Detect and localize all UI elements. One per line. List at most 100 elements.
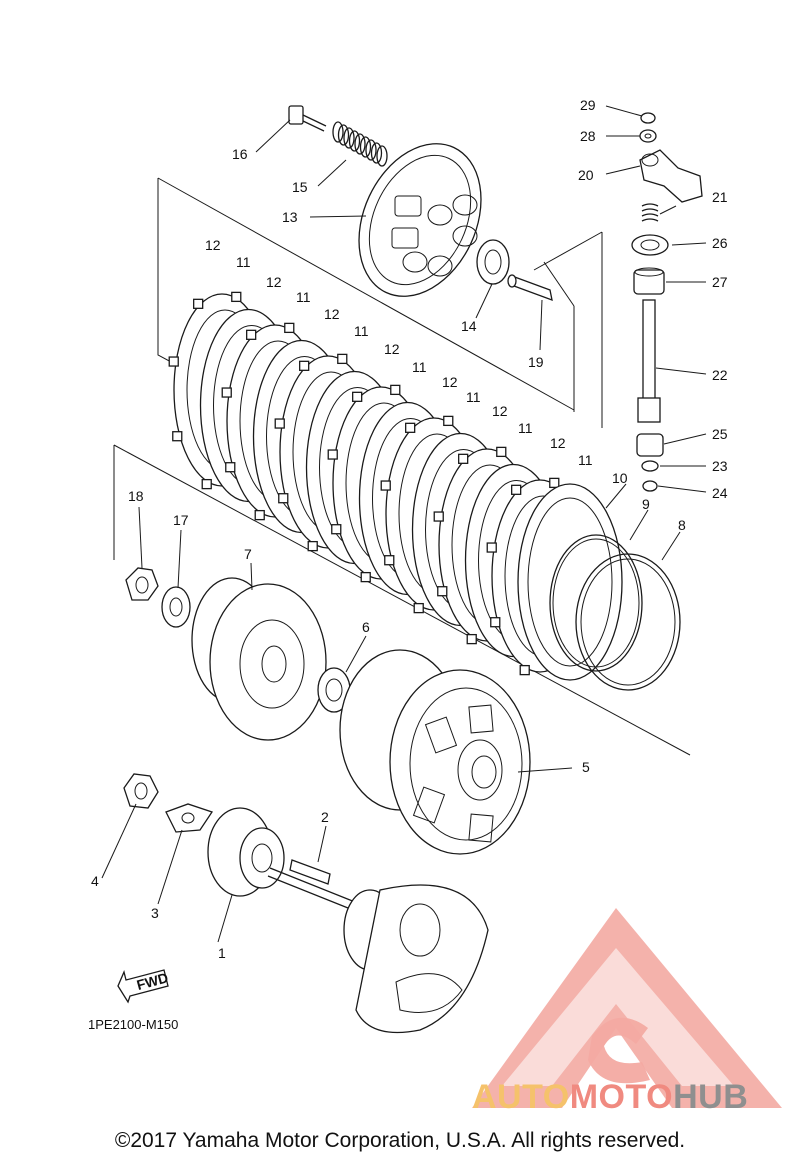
callout-6: 6 <box>362 619 370 635</box>
callout-18: 18 <box>128 488 144 504</box>
callout-25: 25 <box>712 426 728 442</box>
part-7-clutch-boss <box>191 577 327 741</box>
callout-12c: 12 <box>324 306 340 322</box>
plate-tab <box>490 617 501 628</box>
callout-12d: 12 <box>384 341 400 357</box>
plate-tab <box>390 384 401 396</box>
plate-tab <box>307 540 318 552</box>
callout-17: 17 <box>173 512 189 528</box>
callout-12b: 12 <box>266 274 282 290</box>
spring-coil <box>370 142 383 164</box>
plate-tab <box>225 462 236 473</box>
callout-15: 15 <box>292 179 308 195</box>
part-27-bearing <box>633 267 665 295</box>
callout-4: 4 <box>91 873 99 889</box>
wordmark-hub: HUB <box>673 1078 749 1116</box>
fwd-label: FWD <box>135 969 170 993</box>
part-23-washer <box>641 460 659 472</box>
part-21-spring <box>641 203 677 222</box>
clutch-exploded-diagram: FWD 1 2 3 4 5 6 7 <box>91 97 728 1034</box>
callout-19: 19 <box>528 354 544 370</box>
part-16-bolt <box>288 105 327 132</box>
callout-7: 7 <box>244 546 252 562</box>
plate-tab <box>413 602 424 614</box>
part-2-key <box>289 859 331 885</box>
part-19-push-rod <box>507 274 553 302</box>
callout-11d: 11 <box>412 359 427 375</box>
callout-29: 29 <box>580 97 596 113</box>
plate-tab <box>360 571 371 583</box>
callout-11c: 11 <box>354 323 369 339</box>
callout-22: 22 <box>712 367 728 383</box>
plate-tab <box>278 493 289 504</box>
crankshaft <box>267 867 489 1034</box>
callout-26: 26 <box>712 235 728 251</box>
callout-5: 5 <box>582 759 590 775</box>
automotohub-wordmark: AUTOMOTOHUB <box>472 1078 792 1117</box>
callout-11e: 11 <box>466 389 481 405</box>
plate-tab <box>511 484 522 495</box>
callout-8: 8 <box>678 517 686 533</box>
callout-24: 24 <box>712 485 728 501</box>
plate-tab <box>380 480 391 491</box>
plate-tab <box>352 391 363 402</box>
plate-tab <box>168 356 179 367</box>
plate-tab <box>231 291 242 303</box>
plate-tab <box>486 542 497 553</box>
part-5-clutch-housing <box>339 649 531 855</box>
plate-tab <box>519 664 530 676</box>
assembly-frame-lower <box>113 231 691 756</box>
callout-11g: 11 <box>578 452 593 468</box>
callout-21: 21 <box>712 189 728 205</box>
plate-tab <box>433 511 444 522</box>
copyright-notice: ©2017 Yamaha Motor Corporation, U.S.A. A… <box>114 1129 686 1152</box>
callout-11a: 11 <box>236 254 251 270</box>
part-13-pressure-plate <box>358 143 482 297</box>
callout-14: 14 <box>461 318 477 334</box>
part-18-nut <box>125 567 159 601</box>
callout-20: 20 <box>578 167 594 183</box>
diagram-code: 1PE2100-M150 <box>88 1017 179 1032</box>
part-17-washer <box>161 586 191 628</box>
part-25-bearing <box>636 433 664 457</box>
part-15-spring <box>332 121 388 167</box>
plate-tab <box>458 453 469 464</box>
callout-2: 2 <box>321 809 329 825</box>
fwd-arrow-icon: FWD <box>117 969 170 1004</box>
spring-coil <box>376 145 388 167</box>
callout-12a: 12 <box>205 237 221 253</box>
part-14-bearing <box>476 239 510 285</box>
part-10-plate <box>517 483 623 681</box>
part-8-spring-plate <box>575 553 681 691</box>
plate-tab <box>549 477 560 489</box>
spring-coil <box>343 127 355 149</box>
part-24-circlip <box>642 480 658 492</box>
spring-coil <box>332 121 344 143</box>
callout-13: 13 <box>282 209 298 225</box>
callout-27: 27 <box>712 274 728 290</box>
leader-lines <box>101 105 707 943</box>
plate-tab <box>327 449 338 460</box>
callout-12e: 12 <box>442 374 458 390</box>
plate-tab <box>246 329 257 340</box>
callout-23: 23 <box>712 458 728 474</box>
plate-tab <box>384 555 395 566</box>
part-26-oil-seal <box>631 234 669 256</box>
plate-tab <box>172 431 183 442</box>
part-3-lock-washer <box>165 803 214 833</box>
plate-tab <box>254 509 265 521</box>
part-28-washer <box>639 129 657 143</box>
spring-coil <box>337 124 350 146</box>
part-9-wire-ring <box>549 534 643 672</box>
callout-12g: 12 <box>550 435 566 451</box>
plate-tab <box>443 415 454 427</box>
plate-tab <box>437 586 448 597</box>
callout-3: 3 <box>151 905 159 921</box>
wordmark-auto: AUTO <box>472 1078 570 1116</box>
callout-16: 16 <box>232 146 248 162</box>
plate-tab <box>284 322 295 334</box>
plate-tab <box>201 478 212 490</box>
plate-tab <box>466 633 477 645</box>
callout-labels: 1 2 3 4 5 6 7 8 9 10 11 11 11 11 11 11 1… <box>91 97 728 961</box>
